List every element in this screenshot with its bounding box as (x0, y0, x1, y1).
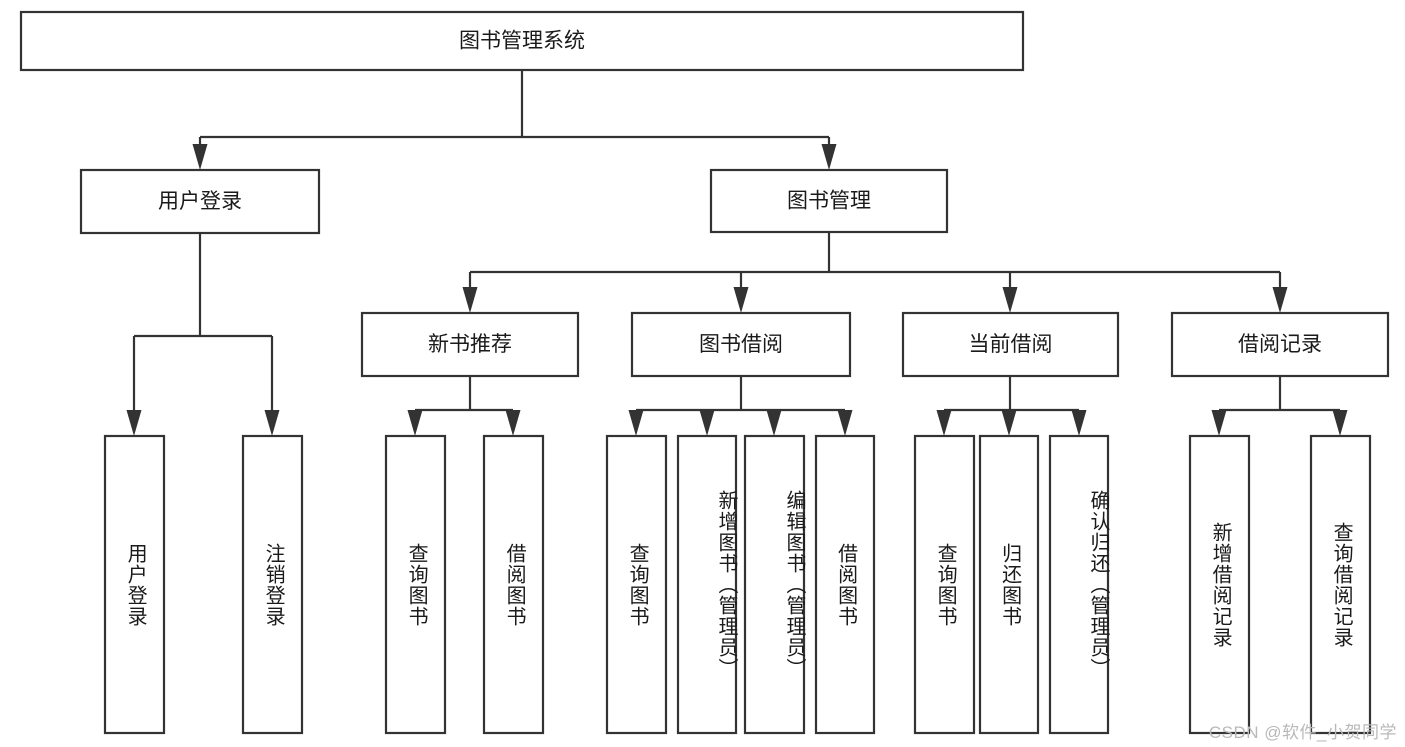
arrow-head-icon (837, 410, 853, 436)
arrow-head-icon (462, 287, 478, 313)
node-records[interactable]: 借阅记录 (1170, 311, 1390, 378)
node-leaf-add-book[interactable] (676, 434, 738, 735)
node-current[interactable]: 当前借阅 (901, 311, 1120, 378)
arrow-head-icon (628, 410, 644, 436)
node-box[interactable] (901, 311, 1120, 378)
connector-records-bus (1211, 376, 1348, 436)
node-leaf-query-record[interactable] (1309, 434, 1372, 735)
node-bookmgmt[interactable]: 图书管理 (709, 168, 949, 234)
node-box[interactable] (630, 311, 852, 378)
node-label: 图书借阅 (699, 333, 783, 356)
node-login[interactable]: 用户登录 (79, 168, 321, 235)
node-box[interactable] (743, 434, 806, 735)
arrow-head-icon (126, 410, 142, 436)
node-box[interactable] (978, 434, 1040, 735)
node-box[interactable] (360, 311, 580, 378)
node-box[interactable] (19, 10, 1025, 72)
node-leaf-borrow-book-2[interactable] (814, 434, 876, 735)
arrow-head-icon (699, 410, 715, 436)
node-label: 用户登录 (158, 190, 242, 213)
connector-newbook-bus (407, 376, 521, 436)
node-leaf-user-logout[interactable] (241, 434, 304, 735)
node-newbook[interactable]: 新书推荐 (360, 311, 580, 378)
node-label: 当前借阅 (969, 333, 1053, 356)
arrow-head-icon (936, 410, 952, 436)
node-leaf-query-book-2[interactable] (605, 434, 668, 735)
arrow-head-icon (1002, 287, 1018, 313)
arrow-head-icon (407, 410, 423, 436)
node-leaf-add-record[interactable] (1188, 434, 1251, 735)
arrow-head-icon (1071, 410, 1087, 436)
node-box[interactable] (1188, 434, 1251, 735)
arrow-head-icon (264, 410, 280, 436)
node-leaf-query-book-1[interactable] (384, 434, 447, 735)
node-box[interactable] (482, 434, 545, 735)
node-label: 借阅记录 (1238, 333, 1322, 356)
arrow-head-icon (1272, 287, 1288, 313)
node-box[interactable] (1309, 434, 1372, 735)
node-box[interactable] (79, 168, 321, 235)
node-box[interactable] (1048, 434, 1110, 735)
arrow-head-icon (733, 287, 749, 313)
node-box[interactable] (103, 434, 166, 735)
node-leaf-user-login[interactable] (103, 434, 166, 735)
node-borrow[interactable]: 图书借阅 (630, 311, 852, 378)
node-leaf-return-book[interactable] (978, 434, 1040, 735)
arrow-head-icon (1332, 410, 1348, 436)
arrow-head-icon (505, 410, 521, 436)
connector-root-bus (192, 70, 837, 170)
node-box[interactable] (384, 434, 447, 735)
arrow-head-icon (821, 144, 837, 170)
node-leaf-borrow-book-1[interactable] (482, 434, 545, 735)
node-leaf-query-book-3[interactable] (913, 434, 976, 735)
arrow-head-icon (766, 410, 782, 436)
node-box[interactable] (913, 434, 976, 735)
arrow-head-icon (192, 144, 208, 170)
node-box[interactable] (605, 434, 668, 735)
arrow-head-icon (1211, 410, 1227, 436)
connector-bookmgmt-bus (462, 232, 1288, 313)
node-label: 图书管理系统 (459, 30, 585, 53)
node-box[interactable] (814, 434, 876, 735)
node-box[interactable] (676, 434, 738, 735)
node-leaf-confirm-return[interactable] (1048, 434, 1110, 735)
node-box[interactable] (241, 434, 304, 735)
node-label: 新书推荐 (428, 333, 512, 356)
connector-current-bus (936, 376, 1087, 436)
node-root[interactable]: 图书管理系统 (19, 10, 1025, 72)
node-label: 图书管理 (787, 190, 871, 213)
watermark-text: CSDN @软件_小贺同学 (1208, 723, 1397, 742)
arrow-head-icon (1001, 410, 1017, 436)
connector-login-bus (126, 233, 280, 436)
connector-borrow-bus (628, 376, 853, 436)
node-leaf-edit-book[interactable] (743, 434, 806, 735)
node-box[interactable] (709, 168, 949, 234)
node-box[interactable] (1170, 311, 1390, 378)
